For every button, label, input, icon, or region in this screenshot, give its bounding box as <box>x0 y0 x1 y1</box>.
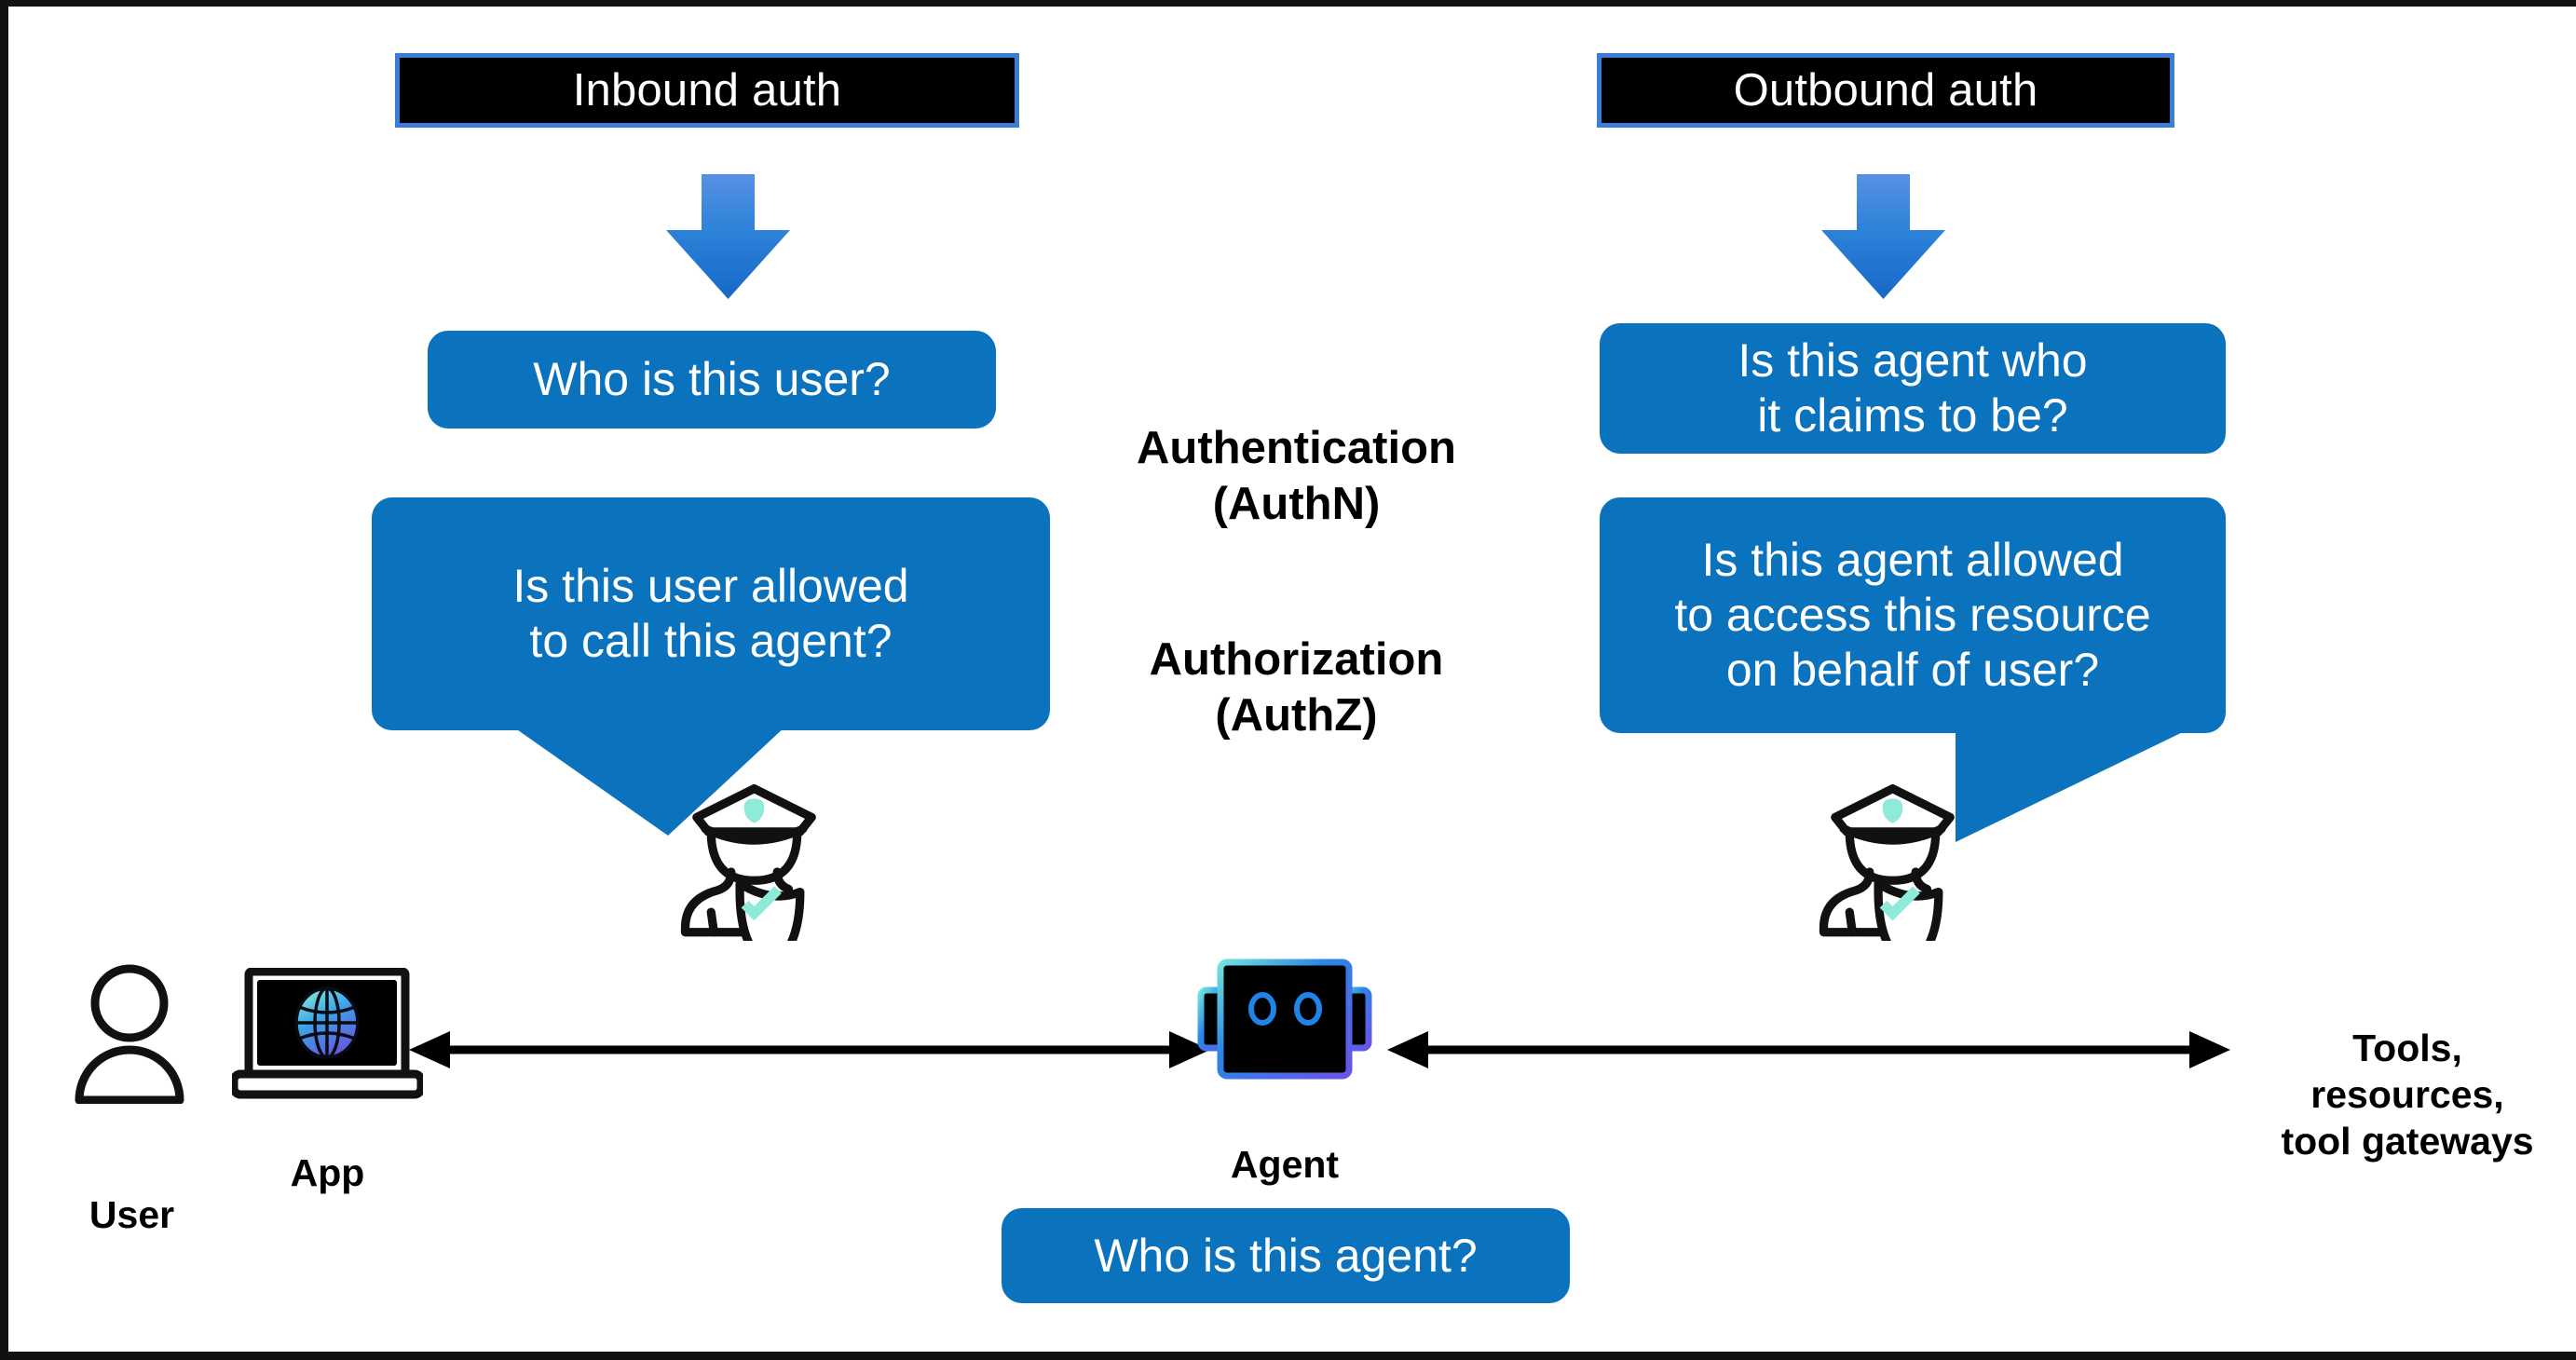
label-authorization-text: Authorization (AuthZ) <box>1149 633 1444 741</box>
double-headed-arrow-icon-agent-tools <box>1387 1031 2230 1068</box>
bubble-outbound-authz: Is this agent allowed to access this res… <box>1600 497 2226 733</box>
banner-outbound-auth: Outbound auth <box>1597 53 2174 128</box>
robot-icon <box>1197 959 1372 1080</box>
bubble-inbound-authn-text: Who is this user? <box>533 353 891 405</box>
caption-agent: Agent <box>1193 1095 1376 1188</box>
bubble-outbound-authz-text: Is this agent allowed to access this res… <box>1674 534 2151 696</box>
bubble-inbound-authz: Is this user allowed to call this agent? <box>372 497 1050 730</box>
caption-user: User <box>46 1145 218 1238</box>
banner-inbound-auth-label: Inbound auth <box>572 65 842 116</box>
caption-agent-label: Agent <box>1230 1143 1340 1187</box>
caption-user-label: User <box>89 1193 175 1237</box>
bubble-outbound-authz-tail <box>1956 728 2190 842</box>
caption-tools-resources: Tools, resources, tool gateways <box>2240 978 2575 1164</box>
caption-tools-resources-label: Tools, resources, tool gateways <box>2281 1027 2534 1163</box>
laptop-globe-icon <box>232 968 423 1099</box>
caption-app: App <box>241 1103 414 1196</box>
person-icon <box>75 964 184 1104</box>
bubble-outbound-authn-text: Is this agent who it claims to be? <box>1738 334 2088 442</box>
down-arrow-icon-outbound <box>1821 174 1945 299</box>
double-headed-arrow-icon-app-agent <box>409 1031 1210 1068</box>
caption-app-label: App <box>290 1151 365 1195</box>
security-guard-icon-right <box>1819 783 1955 941</box>
bubble-agent-identity: Who is this agent? <box>1002 1208 1570 1303</box>
down-arrow-icon-inbound <box>666 174 790 299</box>
bubble-inbound-authz-tail <box>511 726 786 836</box>
bubble-outbound-authn: Is this agent who it claims to be? <box>1600 323 2226 454</box>
label-authorization: Authorization (AuthZ) <box>1084 577 1508 743</box>
banner-inbound-auth: Inbound auth <box>395 53 1019 128</box>
bubble-agent-identity-text: Who is this agent? <box>1094 1229 1478 1282</box>
label-authentication-text: Authentication (AuthN) <box>1137 422 1456 529</box>
bubble-inbound-authn: Who is this user? <box>428 331 996 428</box>
label-authentication: Authentication (AuthN) <box>1084 365 1508 532</box>
security-guard-icon-left <box>680 783 816 941</box>
bubble-inbound-authz-text: Is this user allowed to call this agent? <box>512 560 909 667</box>
banner-outbound-auth-label: Outbound auth <box>1733 65 2038 116</box>
